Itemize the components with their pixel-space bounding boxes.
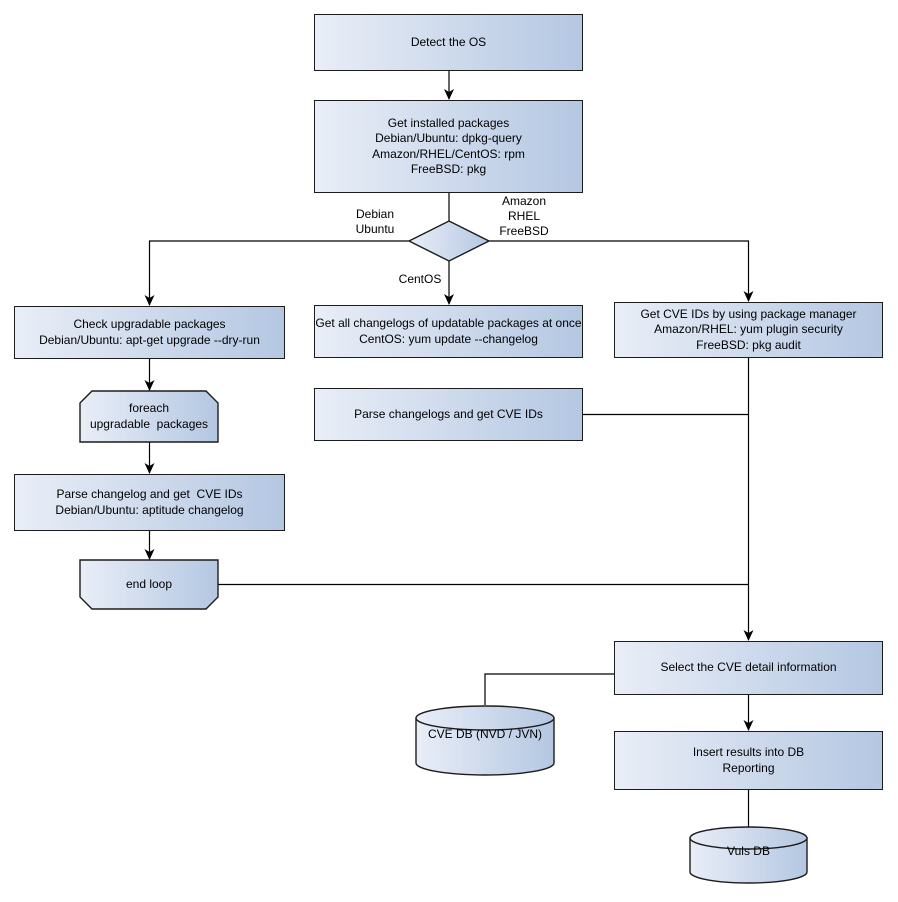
node-text: Reporting	[722, 760, 775, 775]
node-text: Insert results into DB	[692, 745, 805, 759]
node-text: CentOS: yum update --changelog	[359, 331, 538, 346]
node-text: Parse changelogs and get CVE IDs	[354, 406, 543, 421]
connector-decision-to-check-upgradable	[148, 240, 409, 305]
edge-label-text: Debian	[355, 207, 395, 221]
node-text: Debian/Ubuntu: apt-get upgrade --dry-run	[39, 332, 260, 347]
node-get-installed-packages: Get installed packages Debian/Ubuntu: dp…	[314, 100, 583, 193]
node-get-cve-ids-pkg-mgr: Get CVE IDs by using package manager Ama…	[614, 302, 883, 358]
node-text: FreeBSD: pkg	[410, 162, 487, 176]
node-end-loop-shape	[79, 559, 219, 610]
node-text: Get installed packages	[387, 115, 510, 130]
arrowhead-into-get-cve-ids	[743, 291, 754, 302]
edge-label-centos: CentOS	[385, 272, 455, 287]
cylinder-top-ellipse	[415, 705, 555, 731]
edge-label-amazon-rhel-freebsd: Amazon RHEL FreeBSD	[489, 194, 559, 239]
node-get-all-changelogs: Get all changelogs of updatable packages…	[314, 305, 583, 358]
node-select-cve-detail: Select the CVE detail information	[614, 641, 883, 695]
edge-label-debian-ubuntu: Debian Ubuntu	[340, 207, 410, 237]
arrowhead-into-check-upgradable	[144, 295, 155, 306]
node-parse-changelogs: Parse changelogs and get CVE IDs	[314, 388, 583, 441]
arrowhead-into-foreach	[144, 380, 155, 391]
arrowhead-into-insert-results	[743, 720, 754, 731]
arrowhead-into-parse-changelog	[144, 463, 155, 474]
node-vuls-db-shape	[689, 826, 808, 884]
edge-label-text: CentOS	[398, 272, 442, 286]
decision-os-diamond	[407, 220, 491, 262]
edge-label-text: Ubuntu	[355, 222, 395, 236]
edge-label-text: Amazon	[501, 194, 547, 208]
node-text: Amazon/RHEL: yum plugin security	[654, 322, 843, 337]
arrowhead-into-select-cve	[743, 630, 754, 641]
node-text: Debian/Ubuntu: dpkg-query	[375, 131, 522, 145]
node-parse-changelog-deb: Parse changelog and get CVE IDs Debian/U…	[14, 474, 285, 531]
node-text: Amazon/RHEL/CentOS: rpm	[372, 146, 525, 161]
arrowhead-into-endloop	[144, 549, 155, 560]
edge-label-text: FreeBSD	[499, 224, 549, 238]
node-insert-results: Insert results into DB Reporting	[614, 731, 883, 790]
node-text: Detect the OS	[410, 34, 487, 49]
node-text: Debian/Ubuntu: aptitude changelog	[55, 502, 244, 517]
node-text: Check upgradable packages	[73, 317, 226, 331]
node-text: FreeBSD: pkg audit	[696, 337, 801, 352]
node-detect-os: Detect the OS	[314, 14, 583, 71]
node-text: Get all changelogs of updatable packages…	[315, 316, 582, 330]
node-text: Parse changelog and get CVE IDs	[56, 487, 243, 501]
node-text: Select the CVE detail information	[660, 660, 837, 675]
node-check-upgradable: Check upgradable packages Debian/Ubuntu:…	[14, 306, 285, 359]
connector-select-to-cvedb	[484, 673, 614, 705]
connector-decision-to-get-cve-ids	[489, 240, 750, 301]
cylinder-top-ellipse	[689, 826, 808, 850]
node-text: Get CVE IDs by using package manager	[640, 306, 857, 321]
arrowhead-into-get-changelogs	[444, 294, 454, 305]
node-foreach-shape	[79, 390, 219, 443]
edge-label-text: RHEL	[507, 209, 540, 223]
node-cve-db-shape	[415, 705, 555, 776]
arrowhead-into-installed	[444, 89, 454, 100]
